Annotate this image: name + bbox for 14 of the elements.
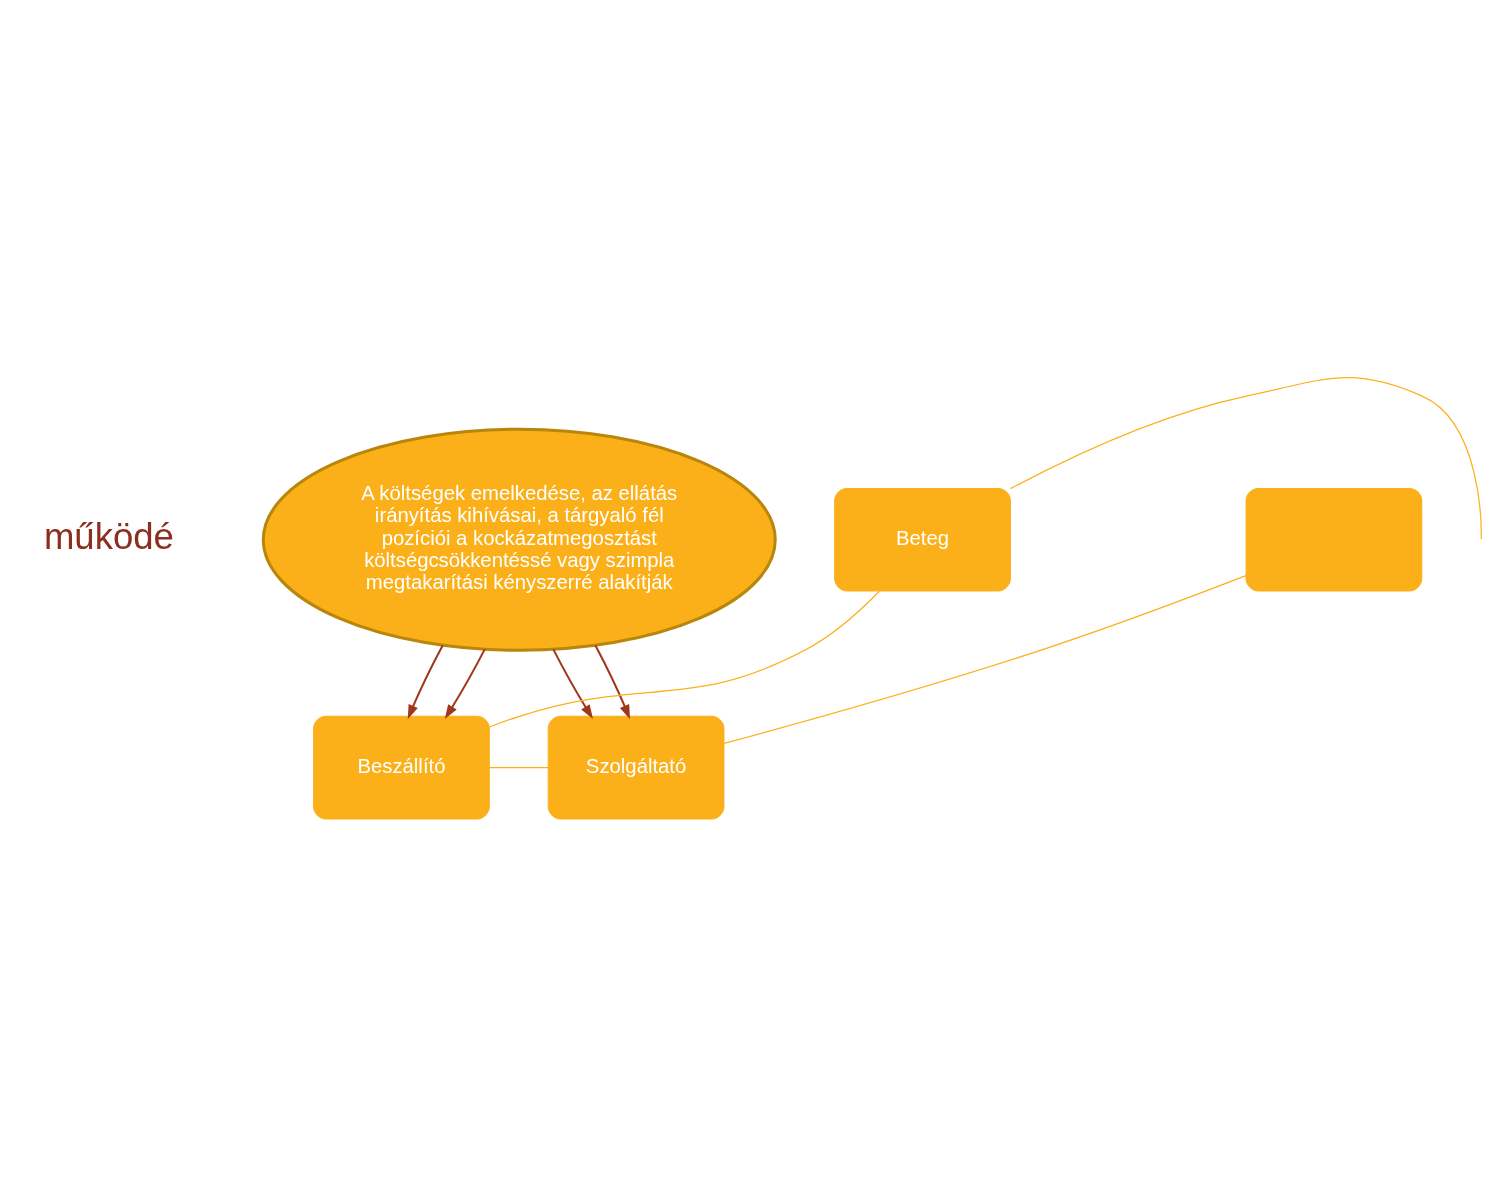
label: működé [43,515,174,557]
node-box [1245,487,1423,591]
arrow [444,648,486,719]
arrow [407,644,444,719]
connector [488,766,549,768]
node-box: Beszállító [313,715,490,819]
arrow [594,644,630,719]
connector [1010,376,1482,540]
node-ellipse: A költségek emelkedése, az ellátás irányítás kihívásai, a tárgyaló fél pozíciói a kockázatmegosztást költségcsökkentéssé vagy szimpla megtakarítási kényszerré alakítják [261,427,777,652]
node-box: Szolgáltató [547,715,725,819]
arrow [552,648,593,719]
node-box: Beteg [834,487,1011,591]
connector [489,590,880,728]
connector [723,574,1247,744]
